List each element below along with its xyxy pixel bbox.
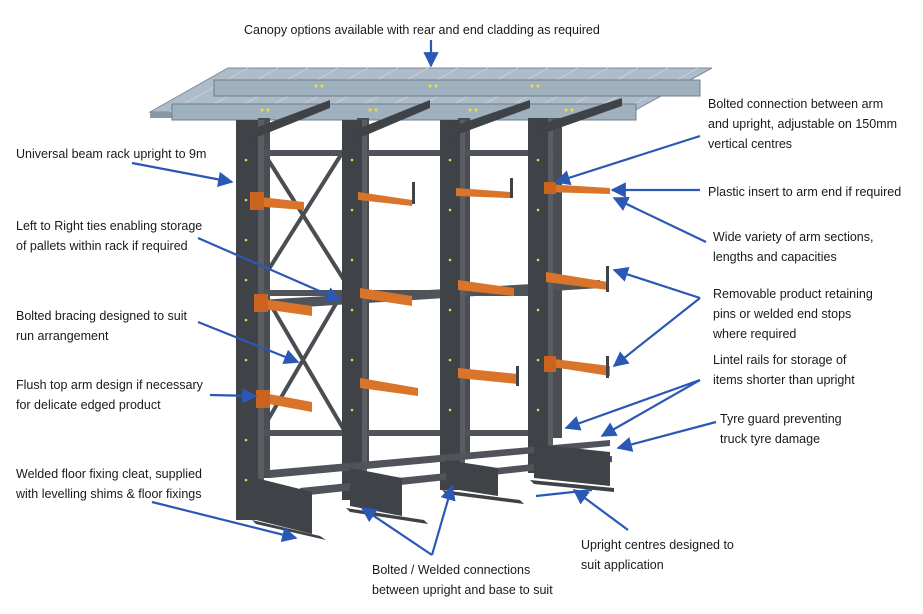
label-retaining-pins: Removable product retaining pins or weld…	[713, 284, 873, 344]
label-arm-connection-line-2: and upright, adjustable on 150mm	[708, 117, 898, 131]
label-lintel-line-2: items shorter than upright	[713, 373, 855, 387]
label-arm-connection: Bolted connection between arm and uprigh…	[708, 94, 897, 154]
label-lintel: Lintel rails for storage of items shorte…	[713, 350, 855, 390]
label-ties: Left to Right ties enabling storage of p…	[16, 216, 202, 256]
label-floor-cleat-line-1: Welded floor fixing cleat, supplied	[16, 467, 202, 481]
label-flush-arm-line-1: Flush top arm design if necessary	[16, 378, 203, 392]
label-arm-sections-line-1: Wide variety of arm sections,	[713, 230, 874, 244]
label-retaining-pins-line-1: Removable product retaining	[713, 287, 873, 301]
label-bolted-welded-line-1: Bolted / Welded connections	[372, 563, 531, 577]
label-tyre-guard: Tyre guard preventing truck tyre damage	[720, 409, 842, 449]
label-bracing-line-1: Bolted bracing designed to suit	[16, 309, 187, 323]
label-bracing: Bolted bracing designed to suit run arra…	[16, 306, 187, 346]
label-bolted-welded-line-2: between upright and base to suit	[372, 583, 553, 597]
label-arm-sections-line-2: lengths and capacities	[713, 250, 837, 264]
label-arm-connection-line-1: Bolted connection between arm	[708, 97, 884, 111]
label-retaining-pins-line-3: where required	[713, 327, 797, 341]
label-floor-cleat-line-2: with levelling shims & floor fixings	[16, 487, 202, 501]
cantilever-arms	[250, 178, 610, 412]
cross-bracing	[260, 148, 346, 432]
label-plastic-insert: Plastic insert to arm end if required	[708, 182, 901, 202]
label-plastic-insert-line-1: Plastic insert to arm end if required	[708, 185, 902, 199]
label-upright-centres-line-1: Upright centres designed to	[581, 538, 734, 552]
top-arms	[250, 98, 622, 142]
label-ties-line-1: Left to Right ties enabling storage	[16, 219, 203, 233]
label-canopy: Canopy options available with rear and e…	[244, 20, 600, 40]
label-canopy-line-1: Canopy options available with rear and e…	[244, 23, 600, 37]
label-floor-cleat: Welded floor fixing cleat, supplied with…	[16, 464, 202, 504]
label-upright: Universal beam rack upright to 9m	[16, 144, 206, 164]
label-flush-arm: Flush top arm design if necessary for de…	[16, 375, 203, 415]
label-arm-connection-line-3: vertical centres	[708, 137, 793, 151]
label-bracing-line-2: run arrangement	[16, 329, 109, 343]
label-upright-centres: Upright centres designed to suit applica…	[581, 535, 734, 575]
label-retaining-pins-line-2: pins or welded end stops	[713, 307, 852, 321]
label-ties-line-2: of pallets within rack if required	[16, 239, 188, 253]
label-arm-sections: Wide variety of arm sections, lengths an…	[713, 227, 873, 267]
label-flush-arm-line-2: for delicate edged product	[16, 398, 161, 412]
label-tyre-guard-line-1: Tyre guard preventing	[720, 412, 842, 426]
label-tyre-guard-line-2: truck tyre damage	[720, 432, 821, 446]
label-upright-line-1: Universal beam rack upright to 9m	[16, 147, 207, 161]
leader-arrows	[131, 40, 717, 556]
label-bolted-welded: Bolted / Welded connections between upri…	[372, 560, 553, 600]
label-lintel-line-1: Lintel rails for storage of	[713, 353, 847, 367]
label-upright-centres-line-2: suit application	[581, 558, 664, 572]
